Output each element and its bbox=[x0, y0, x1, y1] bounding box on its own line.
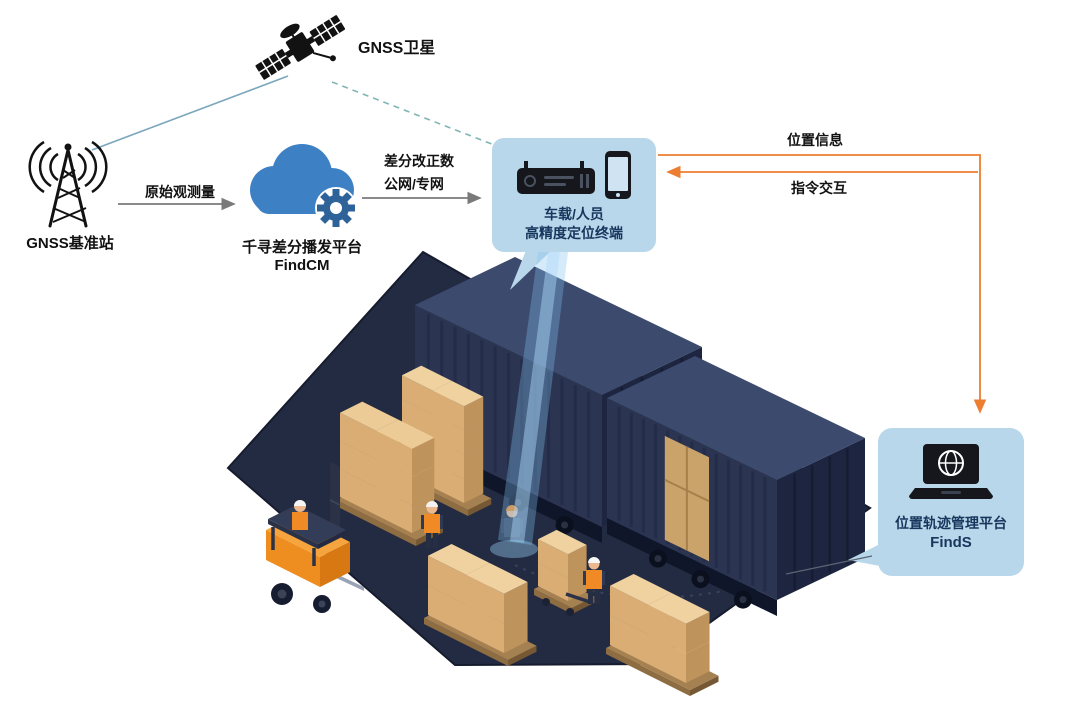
correction-link-label-1: 差分改正数 bbox=[384, 153, 454, 169]
satellite-to-terminal-link bbox=[331, 81, 503, 149]
base-station-label: GNSS基准站 bbox=[26, 235, 114, 252]
command-interaction-label: 指令交互 bbox=[791, 180, 847, 196]
positioning-terminal-card: 车载/人员 高精度定位终端 bbox=[492, 138, 656, 252]
gnss-satellite-icon bbox=[255, 15, 346, 80]
correction-link-label-2: 公网/专网 bbox=[384, 176, 444, 192]
position-info-arrow bbox=[658, 154, 987, 414]
shipping-container-2 bbox=[607, 356, 865, 616]
base-to-satellite-link bbox=[91, 75, 289, 151]
positioning-beam bbox=[490, 252, 568, 558]
receiver-device-icon bbox=[517, 161, 595, 194]
cloud-gear-icon bbox=[250, 144, 357, 229]
raw-observation-label: 原始观测量 bbox=[145, 184, 215, 200]
management-platform-name: FindS bbox=[930, 533, 972, 551]
base-station-icon bbox=[28, 140, 108, 228]
terminal-label-line1: 车载/人员 bbox=[544, 206, 604, 222]
warehouse-workers bbox=[421, 501, 605, 604]
forklift bbox=[266, 462, 364, 613]
terminal-label-line2: 高精度定位终端 bbox=[525, 224, 623, 241]
smartphone-icon bbox=[605, 151, 631, 199]
position-info-label: 位置信息 bbox=[787, 132, 843, 148]
bubble-tails bbox=[510, 248, 880, 566]
terminal-icons bbox=[516, 150, 632, 200]
laptop-globe-icon bbox=[909, 444, 993, 499]
connector-lines bbox=[91, 75, 987, 575]
cloud-platform-title: 千寻差分播发平台 bbox=[241, 239, 362, 256]
management-platform-card: 位置轨迹管理平台 FindS bbox=[878, 428, 1024, 576]
cloud-platform-name: FindCM bbox=[274, 257, 330, 274]
gnss-satellite-label: GNSS卫星 bbox=[358, 40, 436, 57]
management-platform-title: 位置轨迹管理平台 bbox=[895, 515, 1007, 531]
pallet-stacks bbox=[336, 365, 719, 696]
